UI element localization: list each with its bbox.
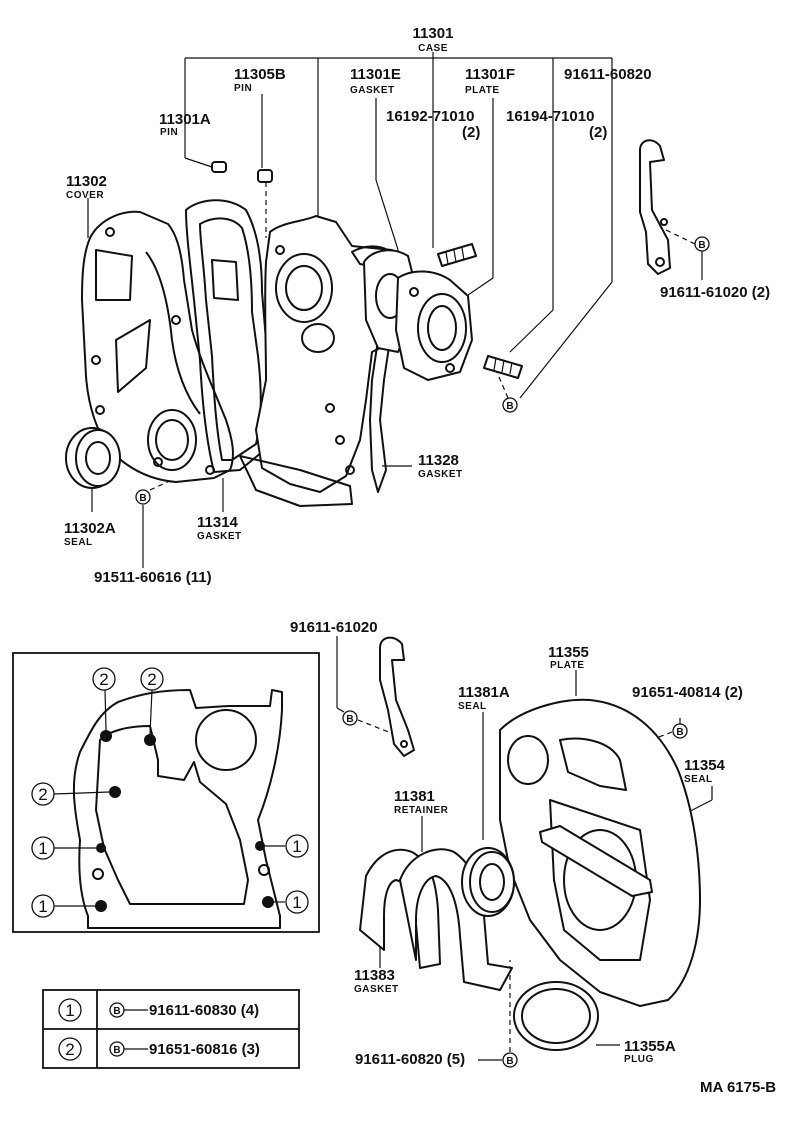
upper-labels: 11301 CASE 11305B PIN 11301E GASKET 1130…: [64, 25, 770, 586]
retainer-drawing: [359, 847, 515, 991]
label-pin-a-pn: 11301A: [159, 111, 211, 128]
label-seal-a-pn: 11302A: [64, 520, 116, 537]
label-gasket-e-name: GASKET: [350, 85, 395, 96]
label-case-name: CASE: [418, 43, 448, 54]
lower-bracket-drawing: [379, 636, 415, 757]
label-bolt-retainer: 91611-60820 (5): [355, 1051, 465, 1068]
label-pin-b-name: PIN: [234, 83, 252, 94]
bolt-legend-table: 1 2 B 91611-60830 (4) B 91651-60816 (3): [42, 989, 300, 1069]
label-cover-pn: 11302: [66, 173, 107, 190]
label-plate-f-pn: 11301F: [465, 66, 515, 83]
gasket-inset: 2 2 2 1 1 1 1: [12, 652, 320, 933]
label-stud-2-qty: (2): [589, 124, 607, 141]
legend-row-1-mark: 1: [65, 1001, 74, 1020]
label-seal-81a-pn: 11381A: [458, 684, 510, 701]
label-cover-name: COVER: [66, 190, 104, 201]
label-gasket-28-name: GASKET: [418, 469, 463, 480]
legend-row-2-part: 91651-60816 (3): [149, 1041, 260, 1058]
figure-id: MA 6175-B: [700, 1079, 776, 1096]
label-retainer-pn: 11381: [394, 788, 435, 805]
label-gasket-14-name: GASKET: [197, 531, 242, 542]
label-gasket-14-pn: 11314: [197, 514, 239, 531]
label-plug-name: PLUG: [624, 1054, 654, 1065]
plate-and-gasket-drawing: [363, 249, 473, 381]
callout-mark: 1: [292, 837, 301, 856]
label-plate-55-name: PLATE: [550, 660, 585, 671]
label-seal-a-name: SEAL: [64, 537, 93, 548]
upper-bolt-markers: B B B: [135, 236, 710, 505]
label-bolt-lower-bracket: 91611-61020: [290, 619, 378, 636]
label-seal-54-name: SEAL: [684, 774, 713, 785]
bolt-marker: B: [113, 1006, 120, 1017]
bolt-marker: B: [676, 727, 683, 738]
rear-plate-drawing: [499, 698, 701, 1051]
label-case-pn: 11301: [413, 25, 454, 42]
label-pin-b-pn: 11305B: [234, 66, 286, 83]
callout-mark: 1: [292, 893, 301, 912]
label-retainer-name: RETAINER: [394, 805, 449, 816]
legend-row-2-mark: 2: [65, 1040, 74, 1059]
label-stud-2-pn: 16194-71010: [506, 108, 594, 125]
lower-labels: 91611-61020 11355 PLATE 11381A SEAL 9165…: [290, 619, 776, 1096]
bolt-marker: B: [506, 1056, 513, 1067]
label-plate-55-pn: 11355: [548, 644, 589, 661]
label-gasket-e-pn: 11301E: [350, 66, 401, 83]
label-gasket-28-pn: 11328: [418, 452, 459, 469]
bracket-drawing: [639, 139, 671, 275]
bolt-marker: B: [113, 1045, 120, 1056]
callout-mark: 1: [38, 839, 47, 858]
label-seal-81a-name: SEAL: [458, 701, 487, 712]
label-plate-f-name: PLATE: [465, 85, 500, 96]
timing-cover-drawing: [81, 210, 234, 483]
label-gasket-83-pn: 11383: [354, 967, 395, 984]
label-seal-54-pn: 11354: [684, 757, 726, 774]
label-bracket-bolt: 91611-61020 (2): [660, 284, 770, 301]
callout-mark: 2: [99, 670, 108, 689]
label-bolt-plate: 91651-40814 (2): [632, 684, 743, 701]
label-bolt-top: 91611-60820: [564, 66, 652, 83]
callout-mark: 2: [38, 785, 47, 804]
legend-row-1-part: 91611-60830 (4): [149, 1002, 259, 1019]
gasket-inset-frame: [12, 652, 320, 933]
callout-mark: 2: [147, 670, 156, 689]
label-plug-pn: 11355A: [624, 1038, 676, 1055]
upper-leader-lines: [87, 52, 703, 568]
label-pin-a-name: PIN: [160, 127, 178, 138]
bolt-marker: B: [698, 240, 705, 251]
studs-drawing: [211, 161, 523, 379]
seal-drawing: [65, 427, 121, 489]
bolt-marker: B: [506, 401, 513, 412]
callout-mark: 1: [38, 897, 47, 916]
label-bolt-bottom: 91511-60616 (11): [94, 569, 212, 586]
bolt-marker: B: [346, 714, 353, 725]
bolt-marker: B: [139, 493, 146, 504]
label-gasket-83-name: GASKET: [354, 984, 399, 995]
rear-bolt-markers: B B B: [342, 710, 688, 1068]
label-stud-1-pn: 16192-71010: [386, 108, 474, 125]
label-stud-1-qty: (2): [462, 124, 480, 141]
